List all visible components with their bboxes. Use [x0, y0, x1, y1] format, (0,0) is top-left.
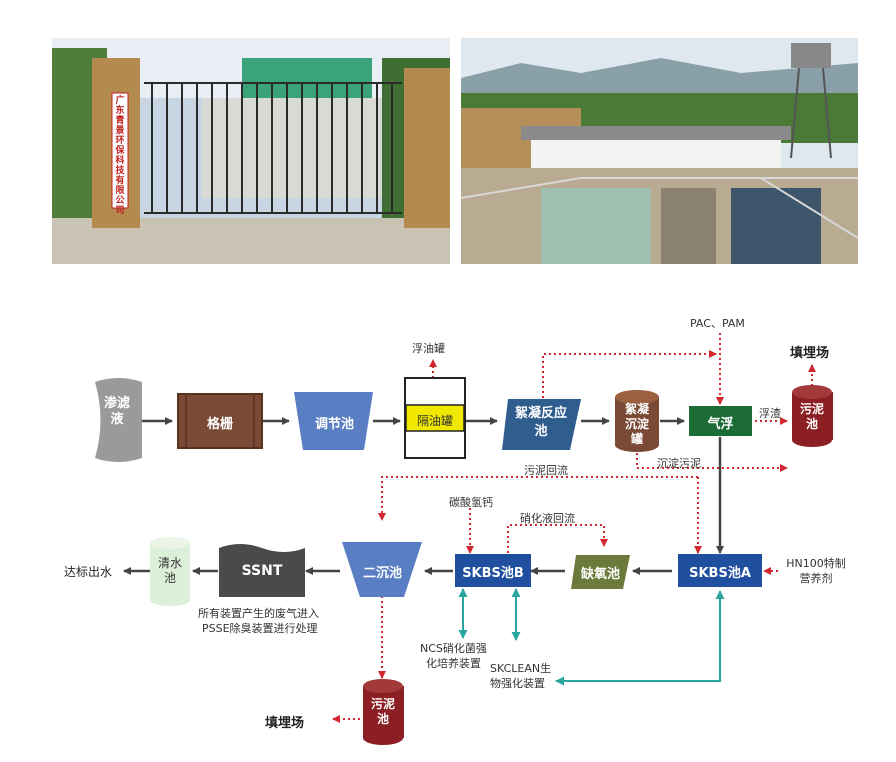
regulating-tank-node — [294, 392, 373, 450]
skclean-line2: 物强化装置 — [490, 677, 545, 690]
photo-treatment-plant — [461, 38, 858, 264]
landfill-bottom-label: 填埋场 — [265, 716, 305, 731]
skbs-b-label: SKBS池B — [462, 566, 524, 581]
oil-separator-node — [405, 404, 465, 432]
hn100-label: HN100特制营养剂 — [786, 557, 846, 585]
air-float-node — [689, 406, 752, 436]
regulating-tank-label: 调节池 — [314, 417, 354, 432]
skbs-a-label: SKBS池A — [689, 566, 751, 581]
flocculation-reaction-label: 絮凝反应池 — [514, 406, 567, 439]
grille-node — [177, 393, 263, 449]
landfill-top-label: 填埋场 — [790, 346, 830, 361]
sludge-tank-bottom-node — [363, 679, 404, 745]
gate-sign-text: 广东青景环保科技有限公司 — [115, 96, 125, 216]
calcium-label: 碳酸氢钙 — [449, 496, 493, 509]
reagents-label: PAC、PAM — [690, 317, 745, 330]
sludge-return-label: 污泥回流 — [524, 464, 568, 477]
nitrate-return-label: 硝化液回流 — [520, 512, 575, 525]
leachate-node — [95, 378, 142, 462]
oil-tank-top-label: 浮油罐 — [412, 342, 445, 355]
arrow-nitrate-return — [507, 524, 608, 553]
anoxic-node — [571, 555, 630, 589]
skbs-b-node — [455, 554, 531, 587]
secondary-settling-label: 二沉池 — [362, 566, 402, 581]
scum-label: 浮渣 — [759, 407, 781, 420]
flocculation-settling-node — [615, 390, 659, 452]
clear-tank-node — [150, 537, 190, 606]
ncs-line2: 化培养装置 — [426, 657, 481, 670]
gas-note-line1: 所有装置产生的废气进入 — [198, 607, 319, 620]
settled-sludge-label: 沉淀污泥 — [657, 457, 701, 470]
flocculation-reaction-node — [502, 399, 581, 450]
secondary-settling-node — [342, 542, 422, 597]
oil-separator-label: 隔油罐 — [416, 414, 453, 428]
skbs-a-node — [678, 554, 762, 587]
ssnt-node — [219, 544, 305, 597]
photo-factory-gate: 广东青景环保科技有限公司 — [52, 38, 450, 264]
ssnt-label: SSNT — [241, 563, 283, 579]
ncs-line1: NCS硝化菌强 — [420, 642, 487, 655]
arrow-sludge-return — [378, 476, 698, 521]
sludge-tank-top-label: 污泥池 — [799, 402, 824, 431]
link-skclean-a — [555, 590, 725, 686]
clear-tank-label: 清水池 — [157, 556, 182, 585]
arrow-settled-sludge — [636, 448, 788, 472]
sludge-tank-bottom-label: 污泥池 — [370, 697, 395, 726]
anoxic-label: 缺氧池 — [580, 567, 620, 582]
gas-note-line2: PSSE除臭装置进行处理 — [202, 622, 318, 635]
grille-label: 格栅 — [206, 417, 233, 432]
air-float-label: 气浮 — [707, 417, 734, 432]
flocculation-settling-label: 絮凝沉淀罐 — [624, 402, 649, 446]
discharge-label: 达标出水 — [64, 565, 113, 579]
leachate-label: 渗滤液 — [104, 396, 131, 427]
skclean-line1: SKCLEAN生 — [490, 662, 552, 675]
sludge-tank-top-node — [792, 385, 833, 447]
